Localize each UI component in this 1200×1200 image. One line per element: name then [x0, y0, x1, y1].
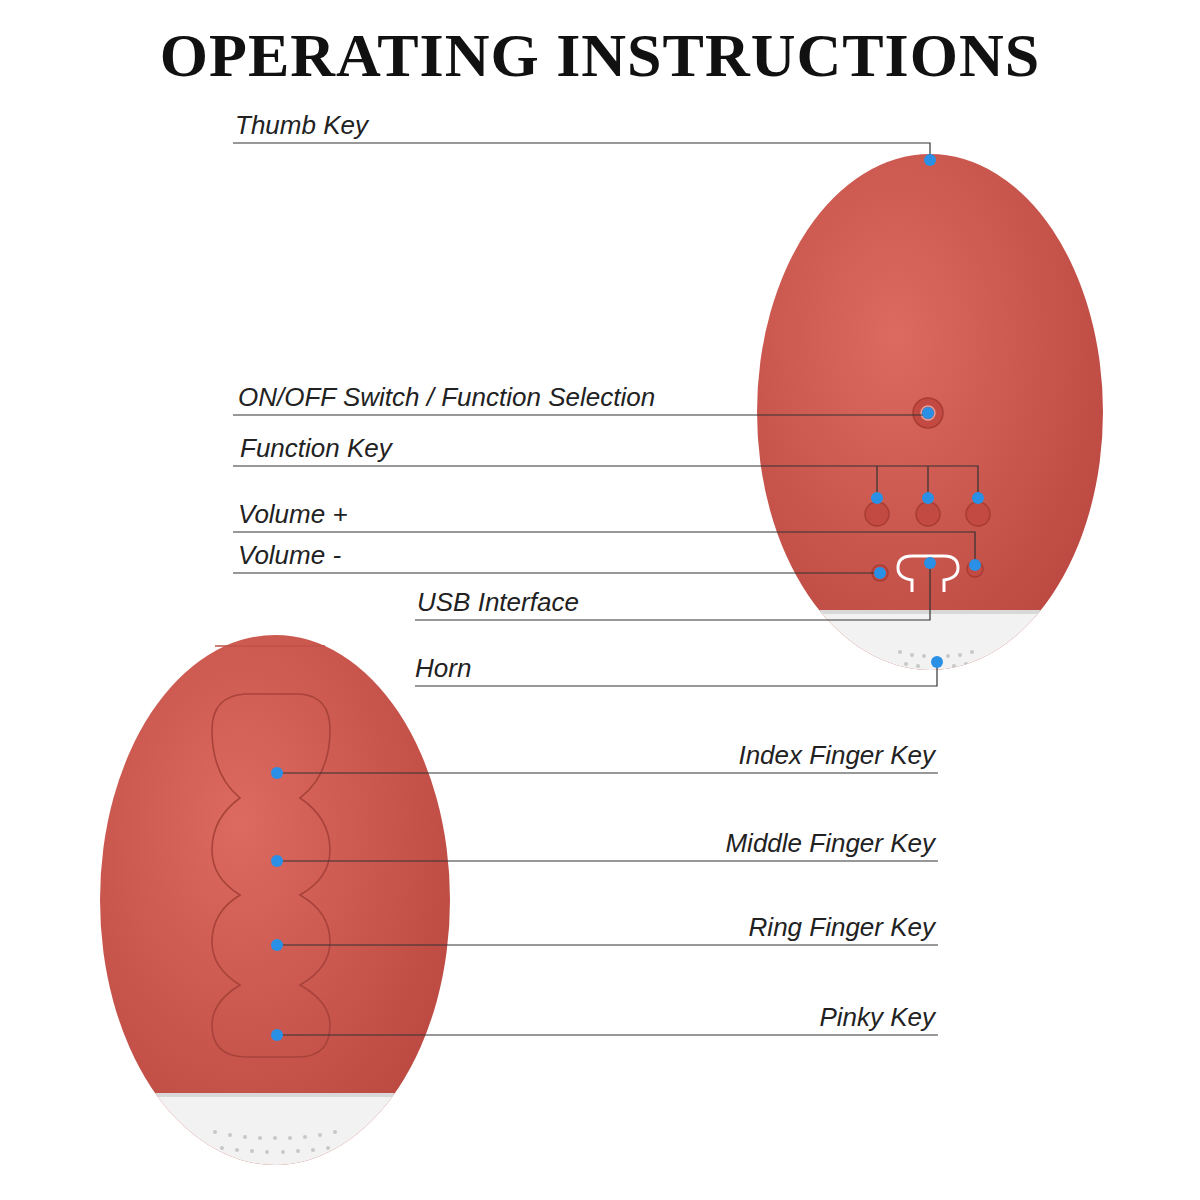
- part-label: Volume +: [238, 499, 348, 529]
- part-label: Horn: [415, 653, 471, 683]
- part-label: Ring Finger Key: [749, 912, 935, 942]
- device-front: [90, 635, 470, 1175]
- page-title: OPERATING INSTRUCTIONS: [0, 20, 1200, 91]
- part-label: Function Key: [240, 433, 392, 463]
- part-label: ON/OFF Switch / Function Selection: [238, 382, 655, 412]
- part-label: Volume -: [238, 540, 341, 570]
- part-label: Index Finger Key: [738, 740, 935, 770]
- part-label: USB Interface: [417, 587, 579, 617]
- part-label: Thumb Key: [235, 110, 368, 140]
- part-label: Pinky Key: [819, 1002, 935, 1032]
- anchor-dots: [271, 154, 984, 1041]
- leader-lines: [233, 143, 978, 1035]
- part-label: Middle Finger Key: [725, 828, 935, 858]
